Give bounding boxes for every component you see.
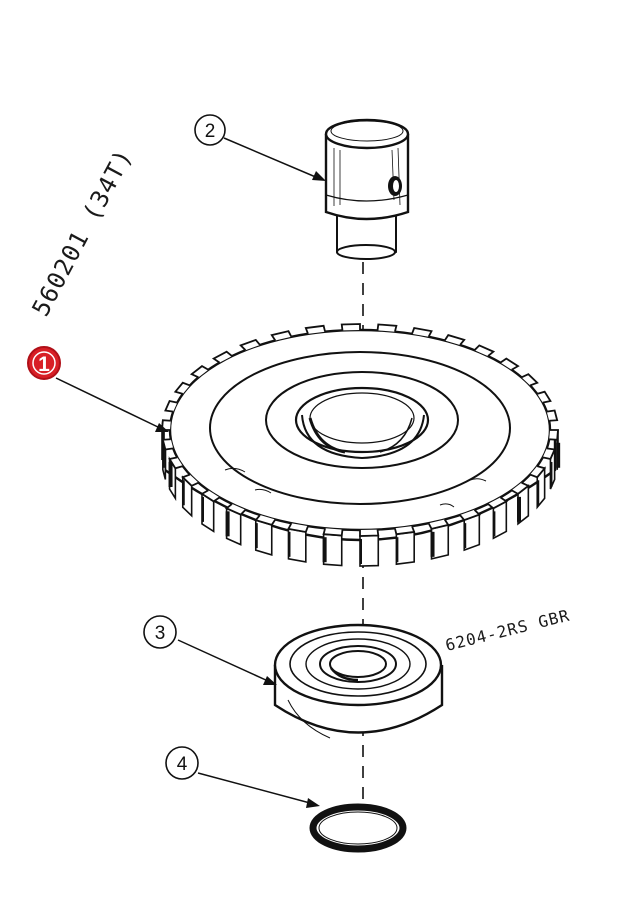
- gear-top-teeth: [161, 323, 559, 537]
- gear-tooth: [511, 481, 531, 495]
- gear-tooth: [411, 327, 433, 338]
- gear-tooth: [173, 381, 191, 395]
- callout-1: 1: [27, 346, 61, 380]
- gear-teeth: [161, 420, 561, 567]
- pin-part: [324, 118, 410, 260]
- callout-3-number: 3: [155, 623, 166, 644]
- gear-tooth: [473, 344, 496, 357]
- gear-tooth-face: [254, 519, 273, 556]
- callout-4-number: 4: [177, 754, 188, 775]
- gear-tooth: [189, 365, 209, 379]
- gear-tooth: [181, 473, 199, 487]
- gear-tooth: [200, 489, 221, 503]
- callout-2-number: 2: [205, 121, 216, 142]
- gear-tooth: [340, 323, 361, 331]
- gear-tooth: [542, 447, 556, 461]
- gear-tooth: [211, 350, 233, 364]
- callout-3: 3: [143, 615, 177, 649]
- gear-tooth: [487, 496, 509, 510]
- gear-tooth-face: [287, 527, 307, 563]
- gear-tooth: [443, 334, 466, 346]
- gear-tooth: [394, 525, 416, 536]
- callout-2: 2: [194, 114, 226, 146]
- gear-tooth: [359, 529, 380, 537]
- gear-tooth: [322, 528, 344, 537]
- gear-tooth: [304, 324, 326, 335]
- gear-tooth: [270, 330, 293, 341]
- washer-part: [309, 803, 407, 853]
- gear-part-number-note: 560201 (34T): [27, 144, 139, 321]
- gear-tooth: [224, 503, 247, 516]
- gear-tooth-face: [359, 534, 380, 567]
- gear-tooth: [427, 519, 450, 530]
- gear-tooth: [239, 338, 261, 351]
- gear-tooth: [521, 373, 539, 387]
- leader-lines: [55, 137, 326, 808]
- callout-1-number: 1: [38, 353, 50, 376]
- gear-tooth: [164, 399, 178, 413]
- bearing-part: [273, 623, 444, 739]
- gear-tooth: [254, 514, 277, 526]
- gear-tooth: [287, 522, 309, 533]
- bearing-part-number-note: 6204-2RS GBR: [443, 606, 571, 655]
- gear-tooth-face: [395, 531, 415, 566]
- gear-tooth: [499, 357, 520, 371]
- gear-part: [161, 323, 561, 567]
- gear-tooth: [536, 390, 552, 404]
- callout-4: 4: [165, 746, 199, 780]
- gear-tooth: [376, 323, 398, 332]
- gear-tooth: [459, 509, 481, 522]
- gear-tooth: [529, 465, 547, 479]
- gear-tooth: [168, 456, 184, 470]
- gear-tooth: [161, 438, 174, 451]
- gear-tooth: [549, 429, 559, 441]
- gear-tooth: [546, 409, 559, 422]
